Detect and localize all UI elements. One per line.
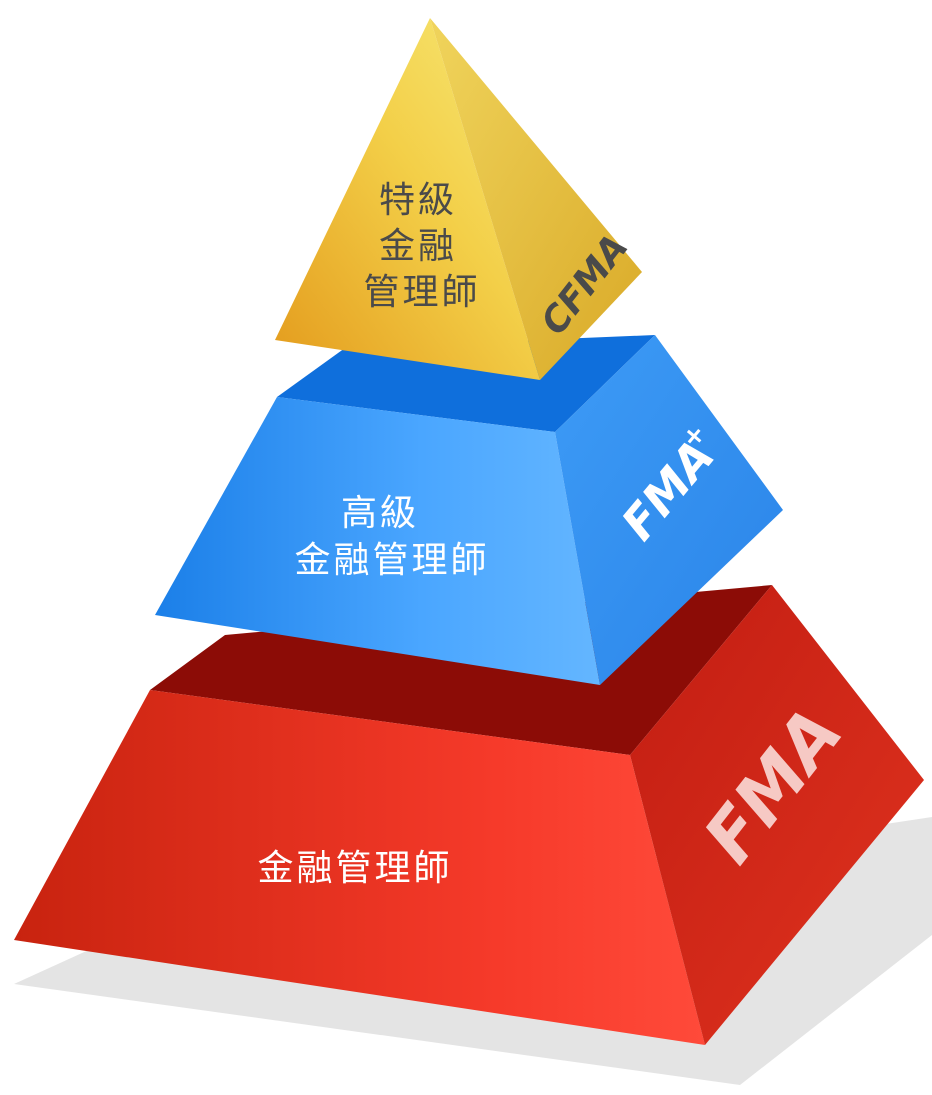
level-base-name: 金融管理師 (257, 848, 452, 889)
level-middle: 高級 金融管理師 FMA + (155, 335, 783, 685)
level-base-front-face (14, 690, 705, 1045)
level-top-name-line-3: 管理師 (363, 272, 480, 313)
level-top: 特級 金融 管理師 CFMA (275, 18, 642, 380)
level-middle-name-line-1: 高級 (341, 493, 419, 534)
level-top-side-face (430, 18, 642, 380)
level-top-name-line-2: 金融 (379, 226, 457, 267)
level-middle-front-face (155, 397, 600, 685)
level-middle-top-face (277, 335, 655, 432)
level-middle-name-line-2: 金融管理師 (294, 540, 489, 581)
level-top-front-face (275, 18, 540, 380)
level-base: 金融管理師 FMA (14, 585, 924, 1045)
level-top-name-line-1: 特級 (379, 180, 457, 221)
level-middle-side-face (555, 335, 783, 685)
level-base-side-face (630, 585, 924, 1045)
